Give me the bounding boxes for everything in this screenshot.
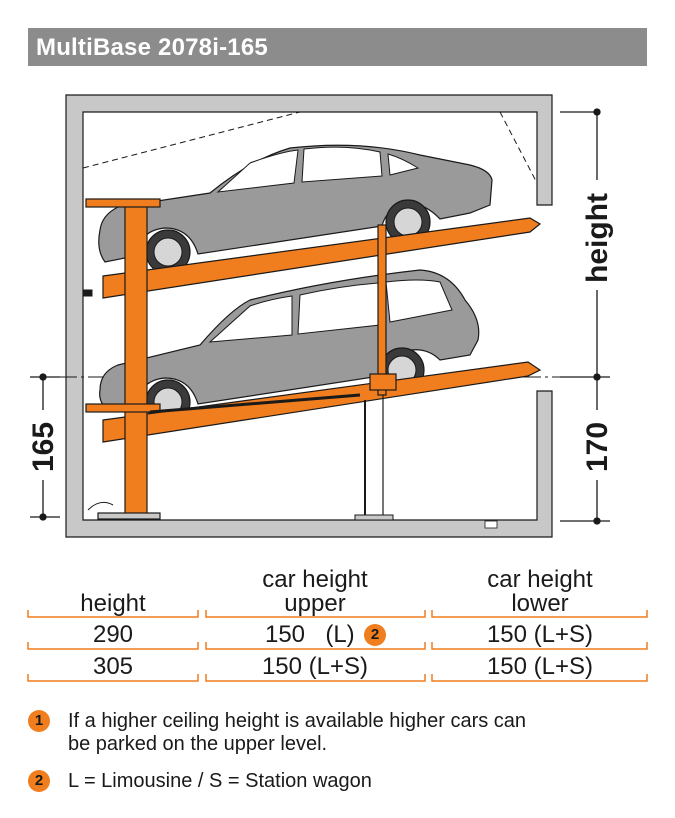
support-posts bbox=[85, 198, 397, 520]
row1-upper-note-badge: 2 bbox=[364, 624, 386, 646]
pit-walls bbox=[65, 94, 553, 538]
lower-platform bbox=[102, 361, 542, 443]
left-lower-dimension-label: 165 bbox=[27, 422, 60, 472]
header-lower-line2: lower bbox=[511, 590, 569, 617]
header-lower-line1: car height bbox=[487, 566, 593, 593]
right-lower-dimension-label: 170 bbox=[581, 422, 614, 472]
row2-upper: 150 (L+S) bbox=[261, 653, 369, 680]
left-dimensions bbox=[30, 373, 60, 521]
right-dimensions bbox=[560, 108, 610, 525]
note1-badge: 1 bbox=[28, 710, 50, 732]
table-rules bbox=[27, 610, 648, 682]
hydraulic-lines bbox=[83, 289, 394, 521]
parking-system-diagram: height 170 165 bbox=[27, 94, 614, 538]
note1-line1: If a higher ceiling height is available … bbox=[68, 710, 527, 732]
car-height-table: height car height upper car height lower… bbox=[0, 560, 675, 700]
upper-platform bbox=[102, 217, 542, 299]
platforms bbox=[102, 217, 542, 443]
row1-lower: 150 (L+S) bbox=[486, 621, 594, 648]
note2-line1: L = Limousine / S = Station wagon bbox=[68, 770, 372, 792]
note2-badge: 2 bbox=[28, 770, 50, 792]
right-upper-dimension-label: height bbox=[581, 193, 614, 283]
row1-height: 290 bbox=[92, 621, 134, 648]
row1-upper: 150 bbox=[264, 621, 306, 648]
row2-height: 305 bbox=[92, 653, 134, 680]
page-title: MultiBase 2078i-165 bbox=[36, 34, 268, 61]
row2-lower: 150 (L+S) bbox=[486, 653, 594, 680]
row1-upper-type: (L) bbox=[325, 621, 355, 648]
header-height: height bbox=[80, 590, 146, 617]
header-upper-line2: upper bbox=[284, 590, 346, 617]
header-upper-line1: car height bbox=[262, 566, 368, 593]
note1-line2: be parked on the upper level. bbox=[68, 733, 328, 755]
title-bar: MultiBase 2078i-165 bbox=[28, 28, 647, 66]
upper-car bbox=[98, 144, 493, 275]
